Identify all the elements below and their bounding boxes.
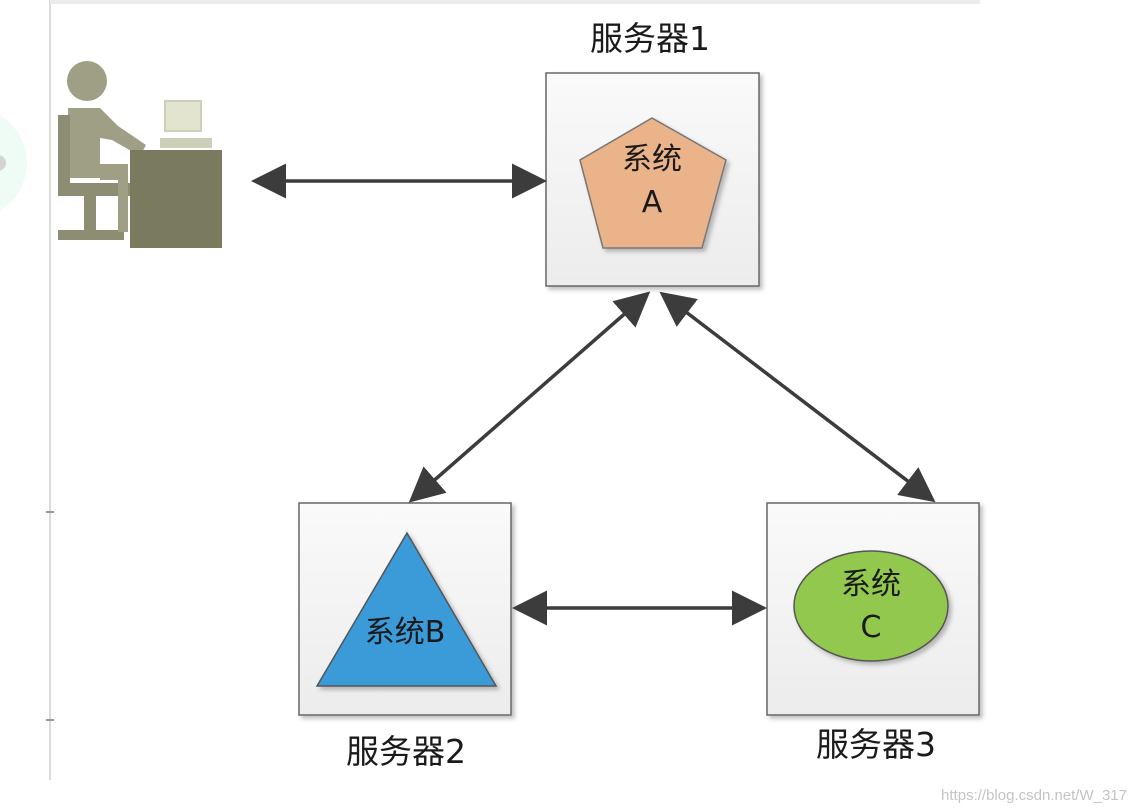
- system-c-label-line1: 系统: [841, 567, 901, 602]
- server-3-label: 服务器3: [816, 725, 936, 764]
- system-b-triangle-icon: [315, 531, 498, 687]
- server-2-label: 服务器2: [346, 732, 466, 771]
- edge-circle-icon: [0, 115, 27, 211]
- system-a-pentagon-icon: [579, 117, 727, 249]
- system-a-label-line1: 系统: [622, 142, 682, 177]
- arrow-server1-server2: [408, 291, 651, 503]
- server-1-label: 服务器1: [590, 19, 710, 58]
- system-c-ellipse-icon: [793, 550, 949, 662]
- arrow-server1-server3: [659, 291, 936, 503]
- page-frame: [46, 0, 980, 780]
- system-c-label-line2: C: [861, 610, 882, 645]
- connections: [251, 163, 936, 626]
- system-b-label: 系统B: [365, 615, 446, 650]
- watermark: https://blog.csdn.net/W_317: [941, 787, 1127, 804]
- system-a-label-line2: A: [642, 185, 663, 220]
- user-at-computer-icon: [58, 61, 222, 248]
